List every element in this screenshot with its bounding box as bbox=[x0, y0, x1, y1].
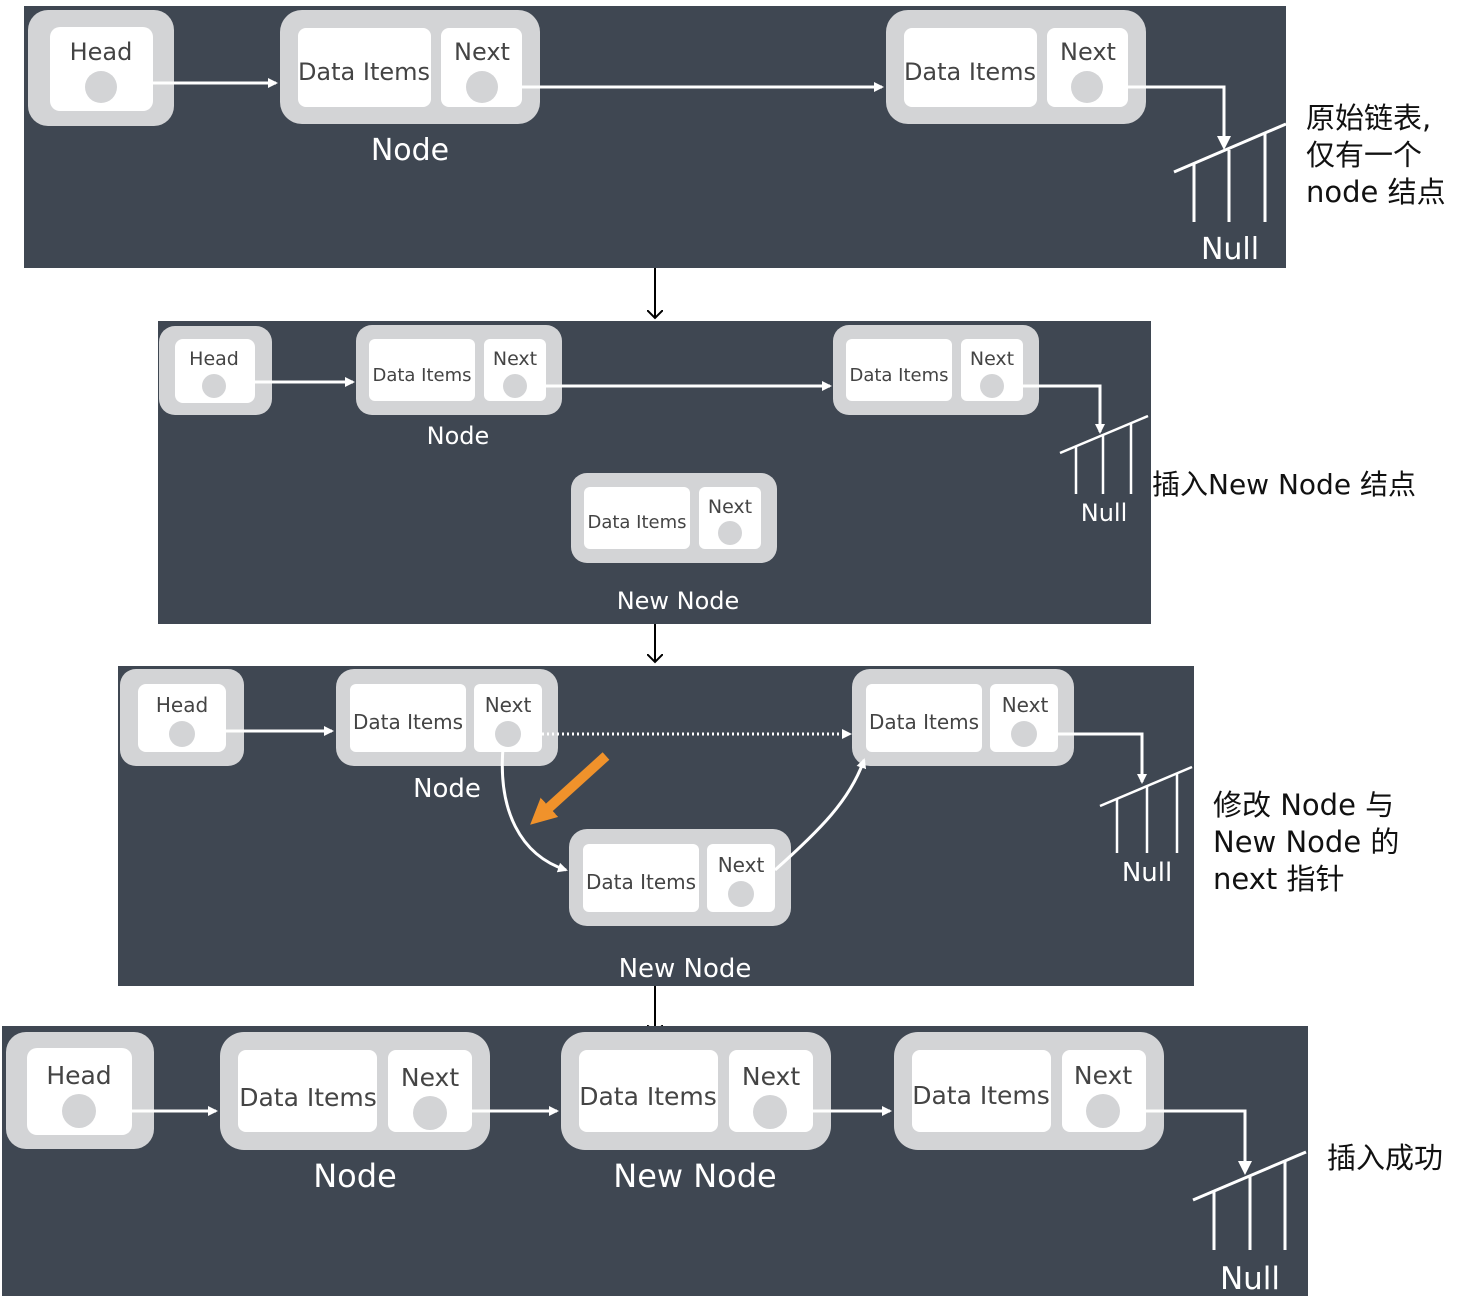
node-box: Data Items Next bbox=[336, 669, 558, 766]
null-label: Null bbox=[1220, 1261, 1280, 1297]
node-box: Data Items Next bbox=[356, 325, 562, 415]
pointer-dot-icon bbox=[62, 1094, 96, 1128]
data-items-label: Data Items bbox=[353, 710, 463, 734]
highlight-arrow-icon bbox=[530, 752, 610, 825]
null-symbol-icon bbox=[1099, 765, 1193, 853]
pointer-dot-icon bbox=[1011, 721, 1037, 747]
panel-modify-pointers: Head Data Items Next Node Data Items Nex… bbox=[118, 666, 1194, 986]
node-caption: Node bbox=[371, 133, 449, 168]
next-label: Next bbox=[1002, 693, 1049, 717]
head-label: Head bbox=[70, 38, 133, 66]
node-box: Data Items Next bbox=[886, 10, 1146, 124]
pointer-dot-icon bbox=[718, 521, 742, 545]
caption-line: 插入New Node 结点 bbox=[1152, 468, 1416, 501]
data-items-label: Data Items bbox=[372, 365, 471, 386]
node-box: Data Items Next bbox=[894, 1032, 1164, 1150]
new-node-caption: New Node bbox=[617, 587, 740, 615]
data-items-label: Data Items bbox=[298, 58, 430, 86]
step2-caption: 插入New Node 结点 bbox=[1152, 466, 1416, 503]
next-label: Next bbox=[485, 693, 532, 717]
pointer-dot-icon bbox=[466, 71, 498, 103]
pointer-dot-icon bbox=[753, 1095, 787, 1129]
caption-line: New Node 的 bbox=[1213, 825, 1400, 859]
pointer-dot-icon bbox=[413, 1096, 447, 1130]
null-label: Null bbox=[1122, 858, 1172, 888]
data-items-label: Data Items bbox=[579, 1082, 717, 1111]
panel-new-node: Head Data Items Next Node Data Items Nex… bbox=[158, 321, 1151, 624]
data-items-label: Data Items bbox=[587, 512, 686, 533]
head-box: Head bbox=[159, 326, 272, 415]
pointer-arrow bbox=[1058, 732, 1147, 784]
null-label: Null bbox=[1081, 499, 1128, 527]
new-node-box: Data Items Next bbox=[561, 1032, 831, 1150]
node-box: Data Items Next bbox=[220, 1032, 490, 1150]
node-caption: Node bbox=[413, 774, 481, 804]
node-caption: Node bbox=[313, 1157, 397, 1195]
head-label: Head bbox=[189, 348, 239, 370]
pointer-dot-icon bbox=[202, 374, 226, 398]
next-label: Next bbox=[493, 348, 537, 370]
data-items-label: Data Items bbox=[904, 58, 1036, 86]
caption-line: node 结点 bbox=[1306, 175, 1446, 209]
pointer-dot-icon bbox=[1086, 1094, 1120, 1128]
null-label: Null bbox=[1201, 232, 1259, 267]
new-node-box: Data Items Next bbox=[571, 473, 777, 563]
new-node-caption: New Node bbox=[613, 1157, 776, 1195]
node-caption: Node bbox=[427, 422, 490, 450]
pointer-dot-icon bbox=[85, 71, 117, 103]
node-to-new-node-arrow bbox=[500, 747, 568, 873]
head-label: Head bbox=[46, 1061, 111, 1090]
next-label: Next bbox=[401, 1063, 459, 1092]
node-box: Data Items Next bbox=[852, 669, 1074, 766]
head-box: Head bbox=[28, 10, 174, 126]
next-label: Next bbox=[718, 853, 765, 877]
null-symbol-icon bbox=[1192, 1150, 1307, 1250]
pointer-arrow bbox=[1146, 1109, 1252, 1175]
panel-insert-success: Head Data Items Next Node Data Items Nex… bbox=[2, 1026, 1308, 1297]
pointer-dot-icon bbox=[169, 721, 195, 747]
caption-line: 仅有一个 bbox=[1306, 138, 1423, 172]
pointer-dot-icon bbox=[728, 881, 754, 907]
head-box: Head bbox=[6, 1032, 154, 1149]
node-box: Data Items Next bbox=[833, 325, 1039, 415]
pointer-arrow bbox=[1023, 384, 1105, 434]
data-items-label: Data Items bbox=[849, 365, 948, 386]
next-label: Next bbox=[1060, 38, 1116, 66]
new-node-to-node-arrow bbox=[774, 758, 867, 872]
null-symbol-icon bbox=[1059, 414, 1149, 494]
pointer-dot-icon bbox=[495, 721, 521, 747]
caption-line: next 指针 bbox=[1213, 862, 1345, 896]
next-label: Next bbox=[454, 38, 510, 66]
new-node-box: Data Items Next bbox=[569, 829, 791, 926]
data-items-label: Data Items bbox=[869, 710, 979, 734]
null-symbol-icon bbox=[1173, 122, 1287, 222]
next-label: Next bbox=[708, 496, 752, 518]
next-label: Next bbox=[742, 1062, 800, 1091]
pointer-dot-icon bbox=[1071, 71, 1103, 103]
head-label: Head bbox=[156, 693, 208, 717]
caption-line: 修改 Node 与 bbox=[1213, 788, 1395, 822]
pointer-dot-icon bbox=[503, 374, 527, 398]
step1-caption: 原始链表, 仅有一个 node 结点 bbox=[1306, 100, 1446, 211]
head-box: Head bbox=[120, 669, 244, 766]
caption-line: 原始链表, bbox=[1306, 101, 1432, 135]
next-label: Next bbox=[1074, 1061, 1132, 1090]
caption-line: 插入成功 bbox=[1327, 1141, 1444, 1175]
data-items-label: Data Items bbox=[912, 1081, 1050, 1110]
pointer-dot-icon bbox=[980, 374, 1004, 398]
node-box: Data Items Next bbox=[280, 10, 540, 124]
next-label: Next bbox=[970, 348, 1014, 370]
step4-caption: 插入成功 bbox=[1327, 1140, 1443, 1177]
new-node-caption: New Node bbox=[619, 954, 752, 984]
panel-original-list: Head Data Items Next Node Data Items Nex… bbox=[24, 6, 1287, 268]
data-items-label: Data Items bbox=[239, 1083, 377, 1112]
step3-caption: 修改 Node 与 New Node 的 next 指针 bbox=[1213, 787, 1399, 898]
pointer-arrow bbox=[1126, 85, 1231, 150]
data-items-label: Data Items bbox=[586, 870, 696, 894]
